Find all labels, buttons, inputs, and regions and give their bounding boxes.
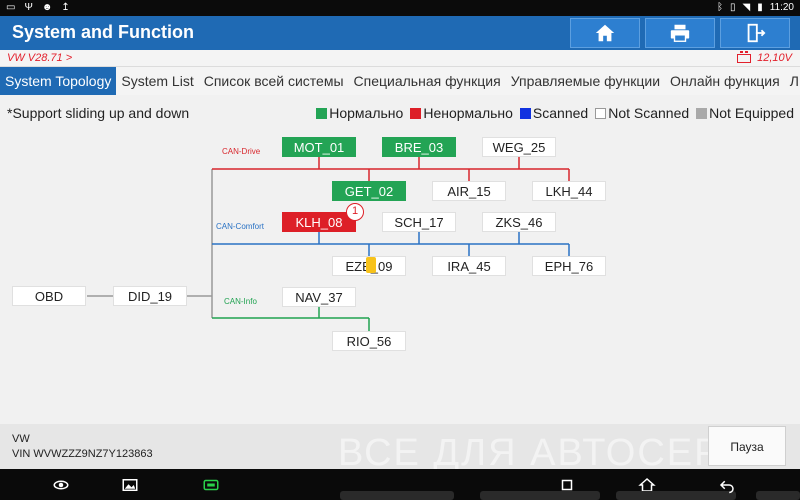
bus-label-can-drive: CAN-Drive — [222, 147, 261, 156]
bus-label-can-comfort: CAN-Comfort — [216, 222, 265, 231]
tab-controlled-functions[interactable]: Управляемые функции — [510, 73, 661, 89]
vci-icon[interactable] — [200, 475, 222, 495]
notification-icon: ▭ — [6, 2, 16, 13]
app-tray-handle — [340, 491, 454, 500]
node-klh-08[interactable]: KLH_08 — [282, 212, 356, 232]
legend-not-scanned: Not Scanned — [595, 105, 689, 121]
node-lkh-44[interactable]: LKH_44 — [532, 181, 606, 201]
app-tray-handle — [480, 491, 600, 500]
battery-icon: ▮ — [757, 2, 763, 13]
legend-swatch — [316, 107, 328, 119]
legend-abnormal: Ненормально — [410, 105, 513, 121]
node-rio-56[interactable]: RIO_56 — [332, 331, 406, 351]
system-nav-bar — [0, 469, 800, 500]
print-button[interactable] — [645, 18, 715, 48]
upload-icon: ↥ — [61, 2, 70, 13]
node-weg-25[interactable]: WEG_25 — [482, 137, 556, 157]
legend-scanned: Scanned — [519, 105, 589, 121]
app-tray-handle — [756, 491, 800, 500]
legend-swatch — [519, 107, 531, 119]
tab-full-system-list[interactable]: Список всей системы — [203, 73, 344, 89]
vehicle-make: VW — [12, 433, 30, 445]
recent-apps-icon[interactable] — [556, 475, 578, 495]
usb-icon: Ψ — [24, 2, 33, 13]
voltage-indicator: 12,10V — [737, 50, 792, 64]
browser-icon[interactable] — [50, 475, 72, 495]
home-icon — [595, 24, 615, 42]
app-tray-handle — [616, 491, 736, 500]
touch-indicator — [366, 257, 376, 273]
tab-system-list[interactable]: System List — [121, 73, 194, 89]
node-did-19[interactable]: DID_19 — [113, 286, 187, 306]
topology-diagram[interactable]: CAN-Drive CAN-Comfort CAN-Info OBD DID_1… — [0, 125, 800, 425]
bus-label-can-info: CAN-Info — [224, 297, 257, 306]
legend-swatch — [595, 107, 607, 119]
voltage-value: 12,10V — [757, 52, 792, 64]
legend-swatch — [410, 107, 422, 119]
pause-button[interactable]: Пауза — [708, 426, 786, 466]
legend-normal: Нормально — [316, 105, 403, 121]
legend-label: Not Equipped — [709, 105, 794, 121]
node-nav-37[interactable]: NAV_37 — [282, 287, 356, 307]
node-air-15[interactable]: AIR_15 — [432, 181, 506, 201]
node-obd[interactable]: OBD — [12, 286, 86, 306]
bus-lines — [87, 157, 570, 331]
tab-system-topology[interactable]: System Topology — [0, 67, 117, 95]
node-ira-45[interactable]: IRA_45 — [432, 256, 506, 276]
status-legend: Нормально Ненормально Scanned Not Scanne… — [309, 105, 794, 121]
bluetooth-icon: ᛒ — [716, 2, 723, 13]
printer-icon — [670, 24, 690, 42]
tab-special-function[interactable]: Специальная функция — [353, 73, 501, 89]
legend-label: Ненормально — [423, 105, 513, 121]
page-title: System and Function — [12, 22, 195, 42]
vehicle-info-bar: VW VIN WVWZZZ9NZ7Y123863 ВСЕ ДЛЯ АВТОСЕР… — [0, 424, 800, 474]
wifi-icon: ◥ — [742, 2, 751, 13]
version-bar: VW V28.71 > 12,10V — [0, 50, 800, 67]
software-version[interactable]: VW V28.71 > — [7, 52, 73, 64]
legend-swatch — [696, 107, 708, 119]
legend-not-equipped: Not Equipped — [696, 105, 794, 121]
node-bre-03[interactable]: BRE_03 — [382, 137, 456, 157]
back-icon[interactable] — [716, 475, 738, 495]
app-header: System and Function — [0, 16, 800, 50]
clock: 11:20 — [769, 2, 794, 13]
watermark: ВСЕ ДЛЯ АВТОСЕРВИС — [338, 432, 778, 474]
node-zks-46[interactable]: ZKS_46 — [482, 212, 556, 232]
tab-bar: System Topology System List Список всей … — [0, 67, 800, 95]
gallery-icon[interactable] — [119, 475, 141, 495]
exit-button[interactable] — [720, 18, 790, 48]
vibrate-icon: ▯ — [729, 2, 736, 13]
exit-icon — [747, 23, 766, 43]
legend-label: Нормально — [329, 105, 404, 121]
node-get-02[interactable]: GET_02 — [332, 181, 406, 201]
scroll-hint: *Support sliding up and down — [7, 105, 190, 121]
tab-online-function[interactable]: Онлайн функция — [670, 73, 780, 89]
vehicle-vin: VIN WVWZZZ9NZ7Y123863 — [12, 448, 153, 460]
battery-voltage-icon — [737, 50, 752, 63]
fault-count-badge: 1 — [346, 203, 364, 221]
status-bar: ▭ Ψ ☻ ↥ ᛒ ▯ ◥ ▮ 11:20 — [0, 0, 800, 16]
node-eph-76[interactable]: EPH_76 — [532, 256, 606, 276]
node-sch-17[interactable]: SCH_17 — [382, 212, 456, 232]
legend-label: Scanned — [532, 105, 589, 121]
android-icon: ☻ — [41, 2, 53, 13]
tab-more[interactable]: Л — [789, 73, 799, 89]
legend-label: Not Scanned — [608, 105, 690, 121]
node-mot-01[interactable]: MOT_01 — [282, 137, 356, 157]
home-button[interactable] — [570, 18, 640, 48]
